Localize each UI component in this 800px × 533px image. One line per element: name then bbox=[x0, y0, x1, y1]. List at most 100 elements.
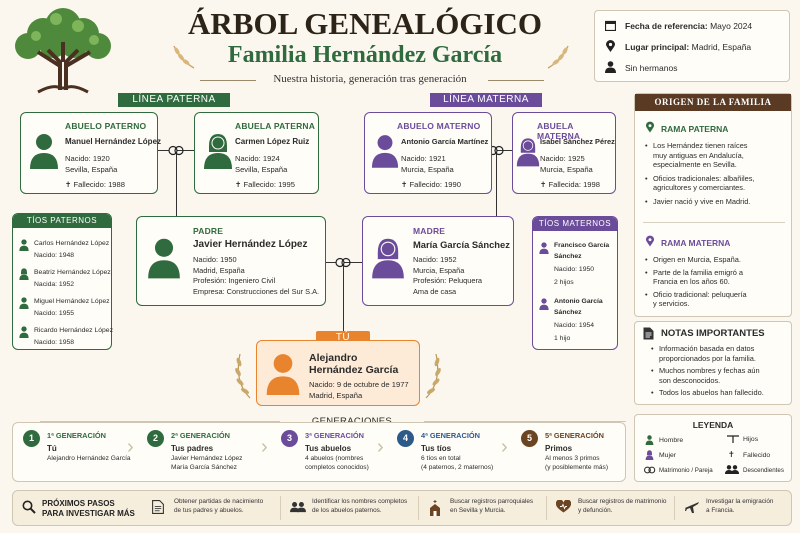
man-legend-icon bbox=[645, 435, 654, 445]
generation-number: 1 bbox=[23, 430, 40, 447]
pat-child-line bbox=[176, 150, 177, 216]
tree-logo-icon bbox=[15, 8, 111, 94]
laurel-left-icon bbox=[235, 353, 251, 399]
location-pin-icon bbox=[645, 121, 655, 133]
document-icon bbox=[643, 327, 654, 340]
magnifier-icon bbox=[22, 500, 36, 514]
uncles-maternal-header: TÍOS MATERNOS bbox=[533, 217, 617, 231]
paternal-band: LÍNEA PATERNA bbox=[118, 93, 230, 107]
woman-icon bbox=[19, 267, 29, 285]
rings-legend-icon bbox=[644, 466, 656, 474]
mat-child-line bbox=[496, 150, 497, 216]
man-icon bbox=[539, 241, 549, 259]
chevron-right-icon: › bbox=[261, 436, 268, 458]
note-item: Información basada en datosproporcionado… bbox=[651, 344, 791, 363]
woman-icon bbox=[204, 134, 232, 169]
person-icon bbox=[605, 61, 616, 73]
laurel-right-icon bbox=[425, 353, 441, 399]
next-divider bbox=[674, 496, 675, 520]
uncles-paternal-header: TÍOS PATERNOS bbox=[13, 214, 111, 228]
next-divider bbox=[280, 496, 281, 520]
grandmother-maternal-card[interactable]: ABUELA MATERNA Isabel Sánchez Pérez Naci… bbox=[512, 112, 616, 194]
airplane-icon bbox=[684, 500, 700, 519]
wheat-left-icon bbox=[173, 45, 195, 69]
tagline: Nuestra historia, generación tras genera… bbox=[273, 73, 467, 85]
note-item: Todos los abuelos han fallecido. bbox=[651, 388, 791, 398]
origin-pat-item: Oficios tradicionales: albañiles,agricul… bbox=[645, 174, 789, 193]
cross-icon: ✝ bbox=[728, 450, 735, 459]
children-line-icon bbox=[727, 435, 739, 443]
location-pin-icon bbox=[645, 235, 655, 247]
legend-panel: LEYENDA Hombre Mujer Matrimonio / Pareja… bbox=[634, 414, 792, 482]
location-pin-icon bbox=[606, 40, 615, 52]
man-icon bbox=[539, 297, 549, 315]
origin-header: ORIGEN DE LA FAMILIA bbox=[635, 94, 791, 111]
woman-icon bbox=[372, 238, 404, 279]
generations-title: GENERACIONES bbox=[284, 416, 420, 427]
heart-icon bbox=[555, 499, 572, 518]
family-name: Familia Hernández García bbox=[227, 42, 503, 68]
main-place: Lugar principal: Madrid, España bbox=[625, 42, 752, 52]
title-divider-left bbox=[200, 80, 256, 81]
woman-legend-icon bbox=[645, 450, 654, 460]
document-icon bbox=[152, 500, 164, 519]
wheat-right-icon bbox=[547, 45, 569, 69]
page-title: ÁRBOL GENEALÓGICO bbox=[188, 6, 542, 41]
man-icon bbox=[19, 296, 29, 314]
title-divider-right bbox=[488, 80, 544, 81]
chevron-right-icon: › bbox=[501, 436, 508, 458]
father-card[interactable]: PADRE Javier Hernández López Nacido: 195… bbox=[136, 216, 326, 306]
grandfather-paternal-card[interactable]: ABUELO PATERNO Manuel Hernández López Na… bbox=[20, 112, 161, 194]
next-divider bbox=[418, 496, 419, 520]
next-steps-panel bbox=[12, 490, 792, 526]
origin-divider bbox=[643, 222, 785, 223]
man-icon bbox=[266, 354, 300, 395]
grandfather-maternal-card[interactable]: ABUELO MATERNO Antonio García Martínez N… bbox=[364, 112, 492, 194]
man-icon bbox=[19, 325, 29, 343]
man-icon bbox=[19, 238, 29, 256]
generations-rule-left bbox=[40, 421, 280, 422]
chevron-right-icon: › bbox=[127, 436, 134, 458]
descendants-icon bbox=[725, 465, 739, 474]
woman-icon bbox=[516, 138, 540, 167]
man-icon bbox=[371, 135, 399, 168]
man-icon bbox=[148, 238, 180, 279]
rings-icon bbox=[168, 145, 184, 156]
calendar-icon bbox=[605, 20, 616, 31]
man-icon bbox=[30, 134, 58, 169]
siblings: Sin hermanos bbox=[625, 63, 678, 73]
next-divider bbox=[546, 496, 547, 520]
notes-panel: NOTAS IMPORTANTES Información basada en … bbox=[634, 321, 792, 405]
generations-rule-right bbox=[424, 421, 626, 422]
origin-mat-item: Origen en Murcia, España. bbox=[645, 255, 789, 265]
generation-number: 5 bbox=[521, 430, 538, 447]
generation-number: 2 bbox=[147, 430, 164, 447]
generation-number: 3 bbox=[281, 430, 298, 447]
maternal-band: LÍNEA MATERNA bbox=[430, 93, 542, 107]
generation-number: 4 bbox=[397, 430, 414, 447]
grandmother-paternal-card[interactable]: ABUELA PATERNA Carmen López Ruiz Nacido:… bbox=[194, 112, 319, 194]
rings-icon bbox=[335, 257, 351, 268]
